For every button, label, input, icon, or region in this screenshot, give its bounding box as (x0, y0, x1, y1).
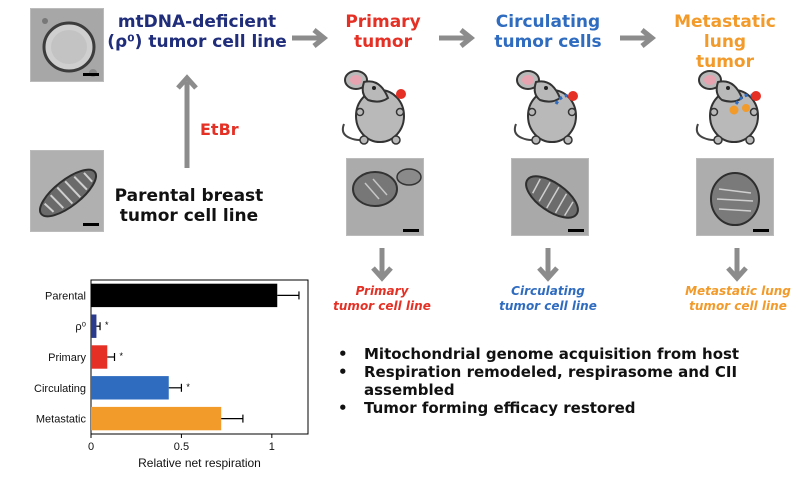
arrow-right-icon (439, 28, 476, 48)
mouse-icon (341, 70, 406, 145)
arrow-up-icon (176, 74, 198, 168)
arrow-down-icon (726, 248, 748, 282)
primary-tumor-label: Primary tumor (345, 12, 421, 52)
mouse-icon (695, 70, 761, 145)
electron-micrograph-icon (511, 158, 589, 236)
x-tick-label: 0 (88, 441, 94, 453)
category-label: Metastatic (36, 414, 87, 426)
finding-item: Mitochondrial genome acquisition from ho… (336, 345, 776, 363)
x-tick-label: 0.5 (174, 441, 189, 453)
category-label: Circulating (34, 383, 86, 395)
arrow-right-icon (292, 28, 329, 48)
arrow-right-icon (620, 28, 657, 48)
category-label: ρ⁰ (75, 321, 86, 333)
finding-item: Tumor forming efficacy restored (336, 399, 776, 417)
significance-marker: * (105, 320, 109, 330)
metastatic-cell-line-label: Metastatic lung tumor cell line (685, 284, 791, 313)
category-label: Parental (45, 290, 86, 302)
significance-marker: * (120, 351, 124, 361)
bar (91, 283, 278, 308)
electron-micrograph-icon (346, 158, 424, 236)
mouse-icon (513, 70, 578, 145)
respiration-bar-chart: Parental * ρ⁰ * Primary * CirculatingMetastati… (34, 279, 309, 470)
electron-micrograph-icon (30, 8, 104, 82)
parental-cell-line-label: Parental breast tumor cell line (114, 186, 264, 226)
circulating-tumor-cells-label: Circulating tumor cells (494, 12, 602, 52)
bar (91, 314, 97, 338)
electron-micrograph-icon (30, 150, 104, 232)
x-tick-label: 1 (269, 441, 275, 453)
finding-item: Respiration remodeled, respirasome and C… (336, 363, 776, 399)
mtdna-deficient-label: mtDNA-deficient (ρ⁰) tumor cell line (107, 12, 287, 52)
x-axis-label: Relative net respiration (138, 456, 261, 470)
significance-marker: * (186, 382, 190, 392)
metastatic-lung-tumor-label: Metastatic lung tumor (674, 12, 776, 72)
bar (91, 376, 169, 400)
circulating-cell-line-label: Circulating tumor cell line (499, 284, 597, 313)
bar (91, 345, 108, 369)
bar (91, 406, 222, 431)
arrow-down-icon (537, 248, 559, 282)
category-label: Primary (48, 352, 86, 364)
arrow-down-icon (371, 248, 393, 282)
primary-cell-line-label: Primary tumor cell line (333, 284, 431, 313)
findings-list: Mitochondrial genome acquisition from ho… (336, 345, 776, 417)
etbr-label: EtBr (200, 120, 239, 139)
electron-micrograph-icon (696, 158, 774, 236)
